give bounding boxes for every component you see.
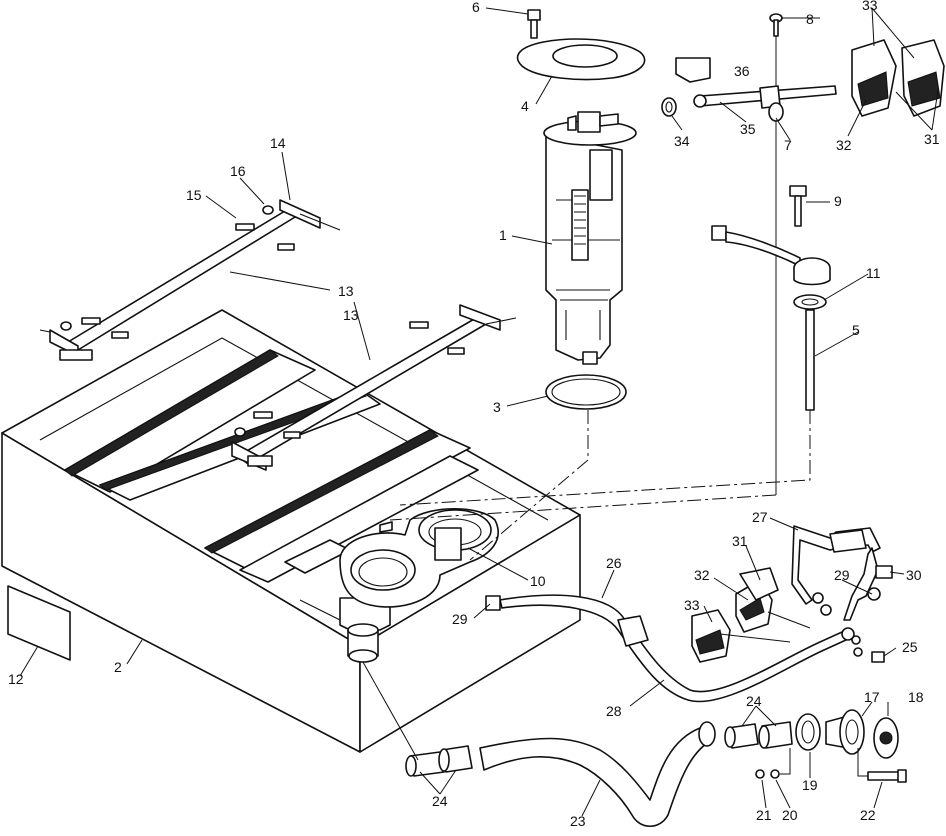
callout-27: 27: [752, 509, 768, 525]
callout-17: 17: [864, 689, 880, 705]
callout-3: 3: [493, 399, 501, 415]
callout-30: 30: [906, 567, 922, 583]
screw-22: [867, 769, 907, 783]
callout-2: 2: [114, 659, 122, 675]
callout-10: 10: [530, 573, 546, 589]
clamp-30: [875, 565, 893, 579]
callout-13-lower: 13: [343, 307, 359, 323]
callout-1: 1: [499, 227, 507, 243]
callout-16: 16: [230, 163, 246, 179]
o-ring: [545, 374, 627, 410]
bracket-33-lower: [691, 609, 731, 663]
fuel-pump: [543, 111, 637, 365]
callout-33-upper: 33: [862, 0, 878, 13]
callout-36: 36: [734, 63, 750, 79]
retaining-ring: [516, 38, 646, 81]
label-plate: [7, 585, 71, 661]
return-line: [791, 525, 881, 621]
callout-32-upper: 32: [836, 137, 852, 153]
pump-flange: [339, 507, 499, 608]
callout-32-lower: 32: [694, 567, 710, 583]
callout-5: 5: [852, 322, 860, 338]
callout-35: 35: [740, 121, 756, 137]
callout-23: 23: [570, 813, 586, 829]
callout-31-lower: 31: [732, 533, 748, 549]
callout-26: 26: [606, 555, 622, 571]
callout-6: 6: [472, 0, 480, 15]
filler-cap-18: [873, 717, 899, 759]
callout-31-upper: 31: [924, 131, 940, 147]
callout-34: 34: [674, 133, 690, 149]
callout-29-tank: 29: [452, 611, 468, 627]
callout-20: 20: [782, 807, 798, 823]
hose-routing-line: [362, 661, 419, 761]
callout-18: 18: [908, 689, 924, 705]
callout-8: 8: [806, 11, 814, 27]
bracket-leaders-lower: [719, 611, 811, 643]
callout-28: 28: [606, 703, 622, 719]
callout-15: 15: [186, 187, 202, 203]
bolt-25: [851, 635, 885, 663]
bracket-31-lower: [739, 567, 779, 601]
callouts: 1 2 3 4 5 6 7 8 9 10 11 12 13 13 14 15 1…: [8, 0, 940, 829]
callout-29-line: 29: [834, 567, 850, 583]
washer-20-21: [755, 769, 780, 779]
callout-19: 19: [802, 777, 818, 793]
callout-9: 9: [834, 193, 842, 209]
callout-33-lower: 33: [684, 597, 700, 613]
screw-8: [769, 13, 783, 37]
spout-seal-19: [795, 713, 821, 751]
filler-spout-17: [825, 709, 865, 755]
bracket-32-upper: [851, 39, 897, 117]
callout-12: 12: [8, 671, 24, 687]
spout-leaders: [780, 748, 868, 777]
assembly-line-3: [469, 410, 589, 561]
assembly-line-5: [399, 410, 811, 506]
fuel-line: [499, 594, 855, 703]
callout-24-left: 24: [432, 793, 448, 809]
vent-tube: [661, 57, 837, 122]
fuel-sender: [711, 225, 831, 411]
leader-lines: [19, 7, 939, 817]
hose-clamp-left: [405, 745, 473, 777]
callout-7: 7: [784, 137, 792, 153]
screw-6: [527, 9, 541, 39]
callout-22: 22: [860, 807, 876, 823]
callout-21: 21: [756, 807, 772, 823]
hose-clamp-right: [724, 721, 793, 749]
callout-13-upper: 13: [338, 283, 354, 299]
callout-4: 4: [521, 98, 529, 114]
tank-strap-upper: [39, 199, 341, 361]
assembly-line-9: [389, 494, 777, 521]
bracket-33-upper: [901, 39, 945, 117]
clamp-29-tank: [485, 595, 501, 611]
filler-hose: [479, 721, 716, 828]
callout-14: 14: [270, 135, 286, 151]
callout-25: 25: [902, 639, 918, 655]
tank-strap-lower: [231, 304, 517, 471]
callout-24-right: 24: [746, 693, 762, 709]
bolt-9: [789, 185, 807, 227]
callout-11: 11: [866, 265, 881, 281]
